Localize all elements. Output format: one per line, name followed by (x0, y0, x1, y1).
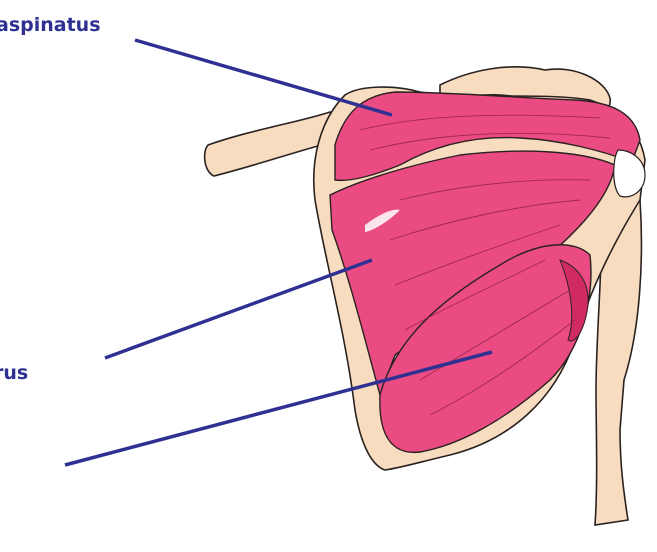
supraspinatus-leader-line (135, 40, 392, 115)
supraspinatus-label: aspinatus (0, 14, 101, 36)
infraspinatus-label: rus (0, 362, 28, 384)
infraspinatus-leader-line (105, 260, 372, 358)
